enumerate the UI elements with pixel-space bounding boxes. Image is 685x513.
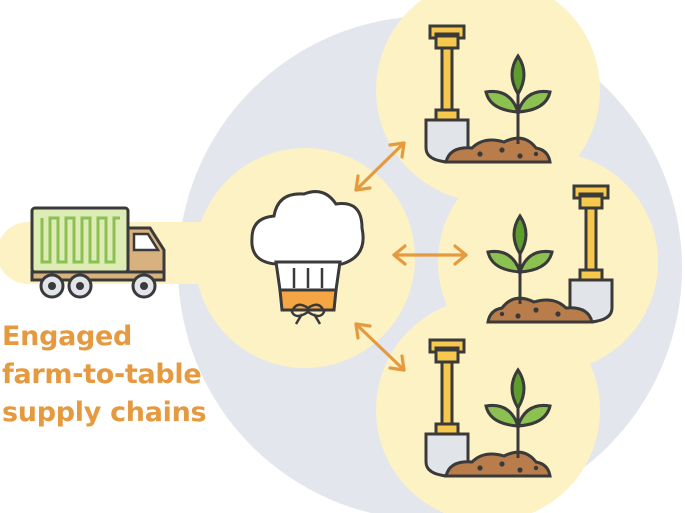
caption-line-1: Engaged [2,321,133,352]
arrow-chef-to-farm-top [354,141,406,192]
chef-hat-icon [250,190,365,325]
arrow-chef-to-farm-middle [392,244,468,266]
arrow-chef-to-farm-bottom [354,322,406,372]
caption-line-3: supply chains [2,397,207,428]
diagram-caption: Engaged farm-to-table supply chains [2,318,232,432]
caption-line-2: farm-to-table [2,359,202,390]
delivery-truck-icon [30,206,166,299]
